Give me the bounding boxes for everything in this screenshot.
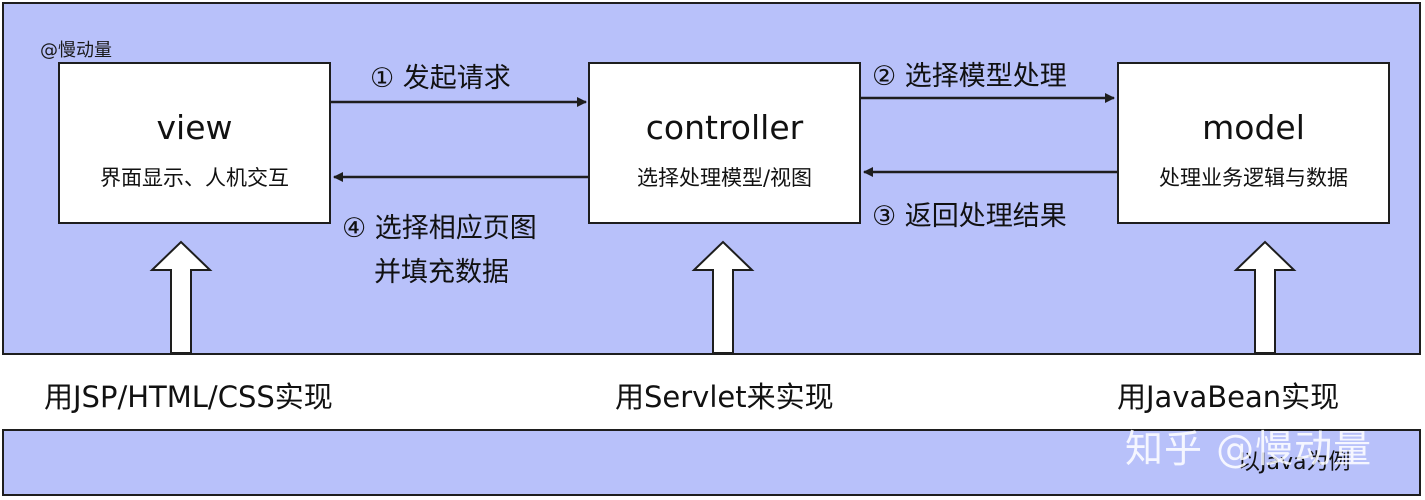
- view-box: view 界面显示、人机交互: [58, 62, 331, 224]
- step3-label: ③ 返回处理结果: [872, 201, 1067, 232]
- implementation-band: [2, 353, 1421, 431]
- step2-label: ② 选择模型处理: [872, 61, 1067, 92]
- controller-subtitle: 选择处理模型/视图: [636, 166, 813, 190]
- controller-title: controller: [645, 108, 804, 147]
- model-title: model: [1202, 108, 1305, 147]
- model-implementation: 用JavaBean实现: [1117, 380, 1340, 414]
- view-title: view: [156, 108, 233, 147]
- model-box: model 处理业务逻辑与数据: [1117, 62, 1390, 224]
- model-subtitle: 处理业务逻辑与数据: [1159, 166, 1348, 190]
- step4-label-line2: 并填充数据: [374, 257, 509, 288]
- author-watermark: @慢动量: [40, 40, 112, 61]
- controller-box: controller 选择处理模型/视图: [588, 62, 861, 224]
- controller-implementation: 用Servlet来实现: [615, 380, 834, 414]
- step4-label-line1: ④ 选择相应页图: [342, 213, 537, 244]
- view-implementation: 用JSP/HTML/CSS实现: [44, 380, 333, 414]
- step1-label: ① 发起请求: [370, 63, 511, 94]
- zhihu-watermark: 知乎 @慢动量: [1125, 427, 1373, 471]
- language-footnote: 以Java为例: [1238, 450, 1351, 475]
- view-subtitle: 界面显示、人机交互: [100, 166, 289, 190]
